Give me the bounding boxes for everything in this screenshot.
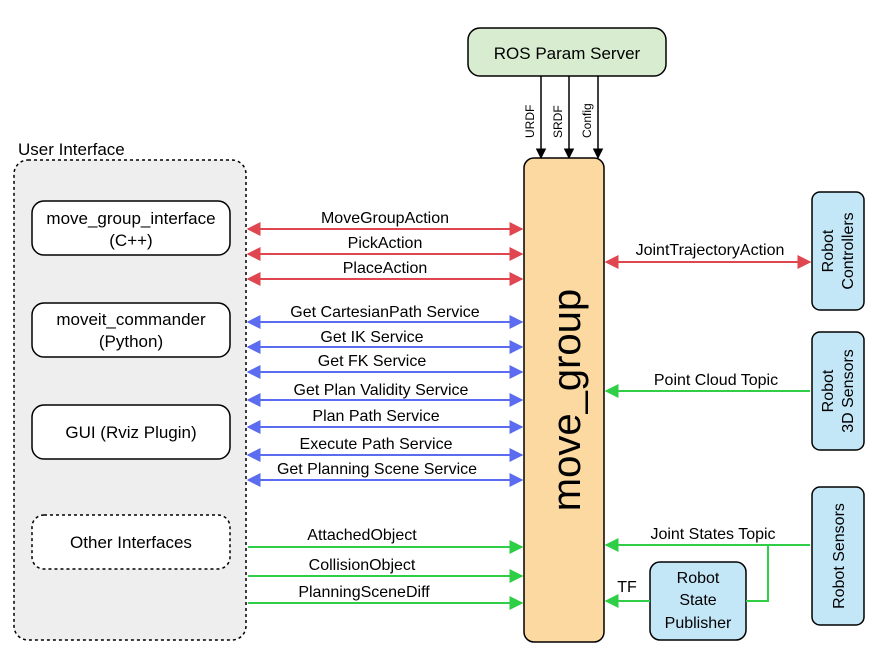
robot-controllers-line1: Robot — [820, 229, 837, 272]
move-group-label: move_group — [545, 289, 589, 511]
joint-states-label: Joint States Topic — [650, 526, 775, 543]
move-group-interface-line2: (C++) — [109, 231, 152, 250]
joint-trajectory-label: JointTrajectoryAction — [636, 242, 785, 259]
execute-path-service-label: Execute Path Service — [300, 436, 453, 453]
move-group-interface-box — [31, 200, 231, 256]
planning-scene-diff-label: PlanningSceneDiff — [298, 584, 430, 601]
plan-validity-service-label: Get Plan Validity Service — [294, 382, 469, 399]
robot-controllers-box — [811, 191, 865, 311]
urdf-label: URDF — [523, 105, 537, 138]
move-group-interface-line1: move_group_interface — [46, 209, 215, 228]
other-interfaces-box — [31, 514, 231, 570]
robot-3d-sensors-box — [811, 331, 865, 451]
moveit-commander-line2: (Python) — [99, 332, 163, 351]
joint-states-to-publisher-line — [746, 545, 769, 602]
robot-3d-sensors-line1: Robot — [820, 369, 837, 412]
other-interfaces-label: Other Interfaces — [70, 533, 192, 552]
gui-rviz-box — [31, 404, 231, 460]
user-interface-title: User Interface — [18, 140, 125, 159]
state-publisher-line3: Publisher — [665, 615, 732, 632]
gui-rviz-label: GUI (Rviz Plugin) — [65, 423, 196, 442]
place-action-label: PlaceAction — [343, 260, 428, 277]
state-publisher-line1: Robot — [677, 570, 720, 587]
moveit-commander-line1: moveit_commander — [56, 310, 206, 329]
param-server-label: ROS Param Server — [494, 44, 641, 63]
robot-sensors-box — [811, 486, 865, 626]
moveit-commander-box — [31, 302, 231, 358]
state-publisher-line2: State — [679, 592, 716, 609]
param-server-node — [467, 27, 667, 77]
fk-service-label: Get FK Service — [318, 353, 427, 370]
move-group-node — [523, 157, 605, 643]
point-cloud-label: Point Cloud Topic — [654, 372, 778, 389]
ik-service-label: Get IK Service — [320, 329, 423, 346]
config-label: Config — [580, 103, 594, 138]
plan-path-service-label: Plan Path Service — [312, 408, 439, 425]
robot-controllers-line2: Controllers — [840, 212, 857, 289]
robot-sensors-label: Robot Sensors — [831, 503, 848, 609]
planning-scene-service-label: Get Planning Scene Service — [277, 461, 477, 478]
move-group-action-label: MoveGroupAction — [321, 210, 449, 227]
robot-3d-sensors-line2: 3D Sensors — [840, 349, 857, 433]
tf-label: TF — [617, 579, 637, 596]
collision-object-label: CollisionObject — [309, 557, 416, 574]
pick-action-label: PickAction — [348, 235, 423, 252]
srdf-label: SRDF — [551, 105, 565, 138]
cartesian-path-service-label: Get CartesianPath Service — [290, 304, 480, 321]
attached-object-label: AttachedObject — [307, 527, 417, 544]
